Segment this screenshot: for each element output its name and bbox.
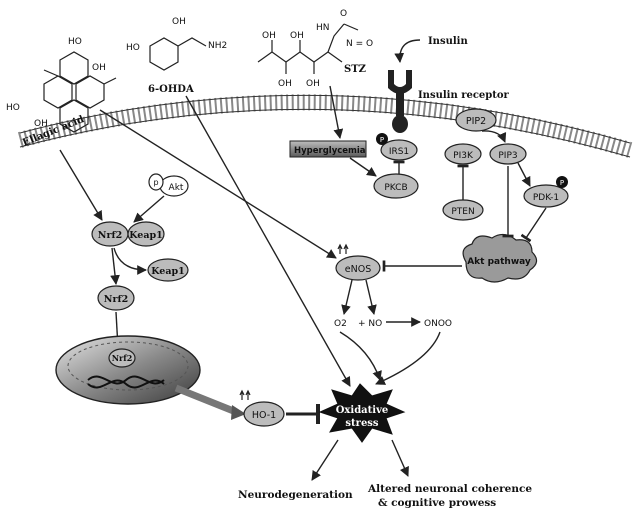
nrf2-node-b xyxy=(97,285,135,311)
nrf2-nucleus-node xyxy=(108,348,136,368)
ellagic-oh-4: OH xyxy=(34,119,48,129)
altered-coherence-label-1: Altered neuronal coherence xyxy=(367,483,532,495)
pdk1-to-akt-arrow xyxy=(520,207,547,243)
oxidative-stress-label-2: stress xyxy=(345,418,379,429)
ho1-node xyxy=(243,401,285,427)
stz-o: O xyxy=(340,9,347,19)
keap1-node-b xyxy=(147,258,189,282)
pip3-label: PIP3 xyxy=(498,151,517,161)
cell-membrane xyxy=(17,94,633,158)
stress-to-cognition-arrow xyxy=(391,439,409,477)
neurodegeneration-label: Neurodegeneration xyxy=(238,489,353,501)
pkcb-node xyxy=(373,173,419,199)
ho1-label: HO-1 xyxy=(252,410,276,421)
insulin-label: Insulin xyxy=(428,36,468,47)
keap1-release-arrow xyxy=(113,247,147,275)
insulin-receptor-label: Insulin receptor xyxy=(418,90,510,101)
akt-to-nrf2-arrow xyxy=(133,195,165,223)
ellagic-oh-1: HO xyxy=(68,37,82,47)
irs1-p-label: P xyxy=(380,136,384,144)
superoxide-label: O2 xyxy=(334,319,347,329)
pip3-to-pdk1-arrow xyxy=(517,162,531,187)
onoo-to-stress-arrow xyxy=(375,331,441,385)
ellagic-acid-structure xyxy=(43,51,117,133)
o2-to-stress-arrow xyxy=(339,331,382,381)
hyperglycemia-to-pkcb-arrow xyxy=(349,157,377,177)
pdk1-label: PDK-1 xyxy=(533,193,559,203)
akt-p-label: p xyxy=(153,178,158,187)
insulin-receptor-shape xyxy=(388,70,412,133)
irs1-node xyxy=(380,139,418,161)
stz-oh-1: OH xyxy=(262,31,276,41)
ohda-nh2: NH2 xyxy=(208,41,227,51)
pi3k-label: PI3K xyxy=(453,151,474,161)
keap1-label-a: Keap1 xyxy=(129,230,163,241)
stz-nh: HN xyxy=(316,23,330,33)
ohda-oh-2: OH xyxy=(172,17,186,27)
stz-to-hyperglycemia-arrow xyxy=(329,85,344,139)
irs1-phospho xyxy=(376,133,388,145)
nrf2-nucleus-label: Nrf2 xyxy=(112,353,133,363)
stz-structure xyxy=(257,23,359,74)
insulin-arrow xyxy=(394,39,421,63)
nucleus-to-ho1-bar xyxy=(174,384,238,416)
6-ohda-structure xyxy=(149,37,207,71)
pip2-to-pip3-arrow xyxy=(481,130,507,143)
ohda-to-stress-arrow xyxy=(185,95,351,387)
pip2-label: PIP2 xyxy=(466,116,486,127)
akt-phospho xyxy=(148,173,164,191)
stz-oh-3: OH xyxy=(278,79,292,89)
pip3-node xyxy=(489,143,527,165)
nrf2-label-a: Nrf2 xyxy=(98,230,122,241)
stz-oh-4: OH xyxy=(306,79,320,89)
akt-pathway-label: Akt pathway xyxy=(467,257,531,267)
peroxynitrite-label: ONOO xyxy=(424,319,452,329)
nrf2-to-free-nrf2-arrow xyxy=(110,247,120,285)
stz-oh-2: OH xyxy=(290,31,304,41)
irs1-label: IRS1 xyxy=(389,147,409,157)
nucleus xyxy=(55,335,201,405)
pkcb-label: PKCB xyxy=(384,183,407,193)
enos-label: eNOS xyxy=(345,264,371,275)
nitric-oxide-label: + NO xyxy=(358,319,382,329)
akt-pathway-cloud xyxy=(462,233,538,283)
pten-label: PTEN xyxy=(451,207,474,217)
altered-coherence-label-2: & cognitive prowess xyxy=(378,497,496,509)
enos-to-o2-arrow xyxy=(341,279,353,315)
keap1-label-b: Keap1 xyxy=(151,266,185,277)
akt-label: Akt xyxy=(169,183,184,193)
pdk1-node xyxy=(523,184,569,208)
stress-to-neurodegeneration-arrow xyxy=(311,439,339,481)
oxidative-stress-label-1: Oxidative xyxy=(336,405,389,416)
hyperglycemia-label: Hyperglycemia xyxy=(294,146,366,156)
pdk1-phospho xyxy=(556,176,568,188)
stz-label: STZ xyxy=(344,64,366,75)
dna-strand-2 xyxy=(87,379,165,389)
6-ohda-label: 6-OHDA xyxy=(148,84,194,95)
nrf2-label-b: Nrf2 xyxy=(104,294,128,305)
oxidative-stress-burst xyxy=(318,383,406,443)
keap1-node-a xyxy=(127,221,165,247)
enos-increase-arrows xyxy=(337,243,349,254)
ohda-oh-1: HO xyxy=(126,43,140,53)
ellagic-to-enos-arrow xyxy=(99,109,337,259)
ho1-increase-arrows xyxy=(239,389,251,400)
hyperglycemia-box xyxy=(289,140,367,158)
ellagic-oh-2: OH xyxy=(92,63,106,73)
ellagic-to-nrf2-arrow xyxy=(59,149,103,221)
stz-nitroso: N = O xyxy=(346,39,373,49)
pdk1-p-label: P xyxy=(560,179,564,187)
enos-to-no-arrow xyxy=(365,279,377,315)
enos-node xyxy=(335,255,381,281)
nucleus-inner-membrane xyxy=(67,341,189,391)
ellagic-oh-3: HO xyxy=(6,103,20,113)
pip2-node xyxy=(455,108,497,132)
dna-strand-1 xyxy=(87,375,165,385)
pi3k-node xyxy=(444,143,482,165)
nucleus-to-ho1-arrowhead xyxy=(231,405,246,420)
